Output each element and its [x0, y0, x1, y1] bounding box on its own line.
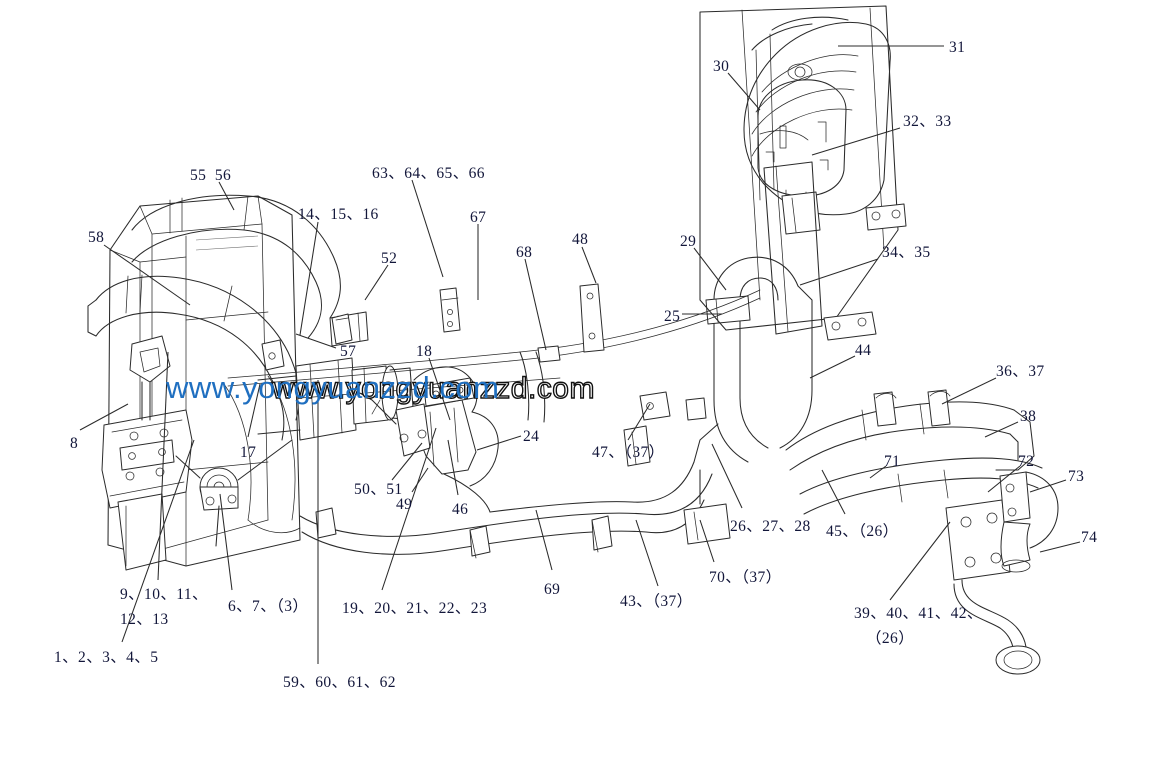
callout-label: 68	[516, 244, 533, 261]
leader-line	[218, 181, 235, 211]
right-horizontal-pipe-36-38	[785, 389, 1035, 471]
leader-line	[381, 427, 437, 591]
leader-line	[411, 179, 444, 278]
leader-line	[809, 355, 856, 379]
leader-line	[821, 469, 846, 515]
callout-label: 73	[1068, 468, 1085, 485]
callout-leader-lines	[79, 45, 1081, 664]
callout-label: 43、（37）	[620, 593, 693, 610]
center-manifold-18-24	[357, 366, 499, 513]
leader-line	[447, 439, 459, 496]
callout-label: 50、51	[354, 481, 403, 498]
callout-label: 63、64、65、66	[372, 165, 485, 182]
leader-line	[581, 246, 597, 284]
callout-label: 25	[664, 308, 681, 325]
leader-line	[295, 333, 337, 349]
leader-line	[811, 127, 901, 156]
callout-label: 9、10、11、	[120, 586, 208, 603]
callout-label: 17	[240, 444, 257, 461]
callout-label: 44	[855, 342, 872, 359]
leader-line	[364, 264, 389, 301]
fan-hub-pulley	[175, 439, 293, 547]
callout-label: 45、（26）	[826, 523, 899, 540]
center-intercooler-pipe-17	[257, 357, 415, 441]
leader-line	[984, 421, 1019, 438]
leader-line	[635, 519, 659, 587]
callout-label: 70、（37）	[709, 569, 782, 586]
leader-line	[889, 521, 951, 601]
callout-label: 32、33	[903, 113, 952, 130]
callout-label: 67	[470, 209, 487, 226]
leader-line	[535, 509, 553, 571]
leader-line	[79, 403, 129, 431]
callout-label: 72	[1018, 453, 1035, 470]
callout-label: 52	[381, 250, 398, 267]
callout-label: 74	[1081, 529, 1098, 546]
leader-line	[391, 442, 423, 481]
callout-label: 34、35	[882, 244, 931, 261]
callout-label: 58	[88, 229, 105, 246]
callout-label: 8	[70, 435, 79, 452]
leader-line	[299, 221, 319, 336]
callout-label: 69	[544, 581, 561, 598]
right-frame-panel	[699, 5, 907, 341]
left-bracket-assembly	[101, 335, 193, 571]
right-upper-hose-25-29	[705, 256, 813, 463]
callout-label: 71	[884, 453, 901, 470]
callout-label: 1、2、3、4、5	[54, 649, 159, 666]
leader-line	[411, 467, 429, 493]
callout-label: 46	[452, 501, 469, 518]
leader-line	[476, 435, 522, 451]
leader-line	[219, 493, 233, 591]
callout-label: 31	[949, 39, 966, 56]
leader-line	[1039, 541, 1081, 553]
callout-label: 26、27、28	[730, 518, 811, 535]
misc-small-brackets	[261, 313, 707, 421]
leader-line	[869, 465, 887, 479]
tank-30-31	[743, 16, 891, 235]
leader-line	[1029, 479, 1067, 493]
callout-label: 55 56	[190, 167, 232, 184]
shroud-curve	[223, 375, 301, 534]
leader-line	[987, 465, 1021, 493]
leader-line	[799, 258, 879, 286]
callout-label: 39、40、41、42、	[854, 605, 983, 622]
callout-label: 18	[416, 343, 433, 360]
lower-right-pipe-71-74	[799, 457, 1059, 675]
callout-label: 57	[340, 343, 357, 360]
leader-line	[157, 351, 169, 581]
callout-label: 48	[572, 231, 589, 248]
callout-label: 38	[1020, 408, 1037, 425]
leader-line	[627, 403, 651, 441]
callout-label: 19、20、21、22、23	[342, 600, 488, 617]
long-thin-cable-lines	[227, 283, 761, 423]
leader-line	[699, 519, 715, 563]
callout-label: （26）	[866, 630, 915, 647]
callout-label: 12、13	[120, 611, 169, 628]
callout-label: 36、37	[996, 363, 1045, 380]
callout-label: 59、60、61、62	[283, 674, 396, 691]
leader-line	[711, 443, 743, 509]
callout-label: 14、15、16	[298, 206, 379, 223]
callout-label: 30	[713, 58, 730, 75]
callout-label: 47、（37）	[592, 444, 665, 461]
leader-line	[247, 383, 261, 438]
leader-line	[941, 377, 997, 405]
callout-label: 24	[523, 428, 540, 445]
leader-line	[524, 258, 547, 351]
leader-line	[121, 439, 195, 643]
leader-line	[428, 357, 451, 421]
callout-label: 29	[680, 233, 697, 250]
leader-line	[727, 72, 761, 111]
leader-line	[693, 247, 727, 291]
callout-label: 6、7、（3）	[228, 598, 309, 615]
lower-return-pipe-69	[299, 473, 713, 559]
callout-label: 49	[396, 496, 413, 513]
leader-line	[103, 244, 191, 306]
